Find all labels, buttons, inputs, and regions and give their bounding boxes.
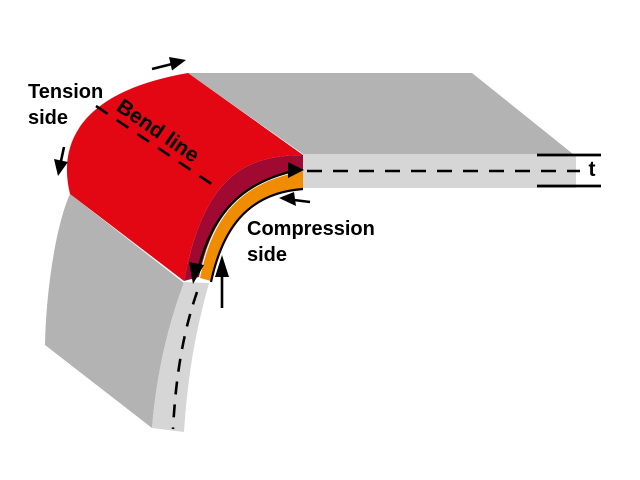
center-line-vertical-dashed: [171, 291, 199, 430]
neutral-line: [196, 168, 299, 271]
neutral-arrow-down-icon: [189, 262, 204, 284]
horizontal-leg-top-face: [188, 73, 573, 154]
compression-arrow-left-icon: [279, 192, 296, 206]
inner-radius-line: [209, 187, 304, 283]
tension-arrow-right-icon: [169, 57, 186, 71]
tension-arrow-down-icon: [54, 159, 68, 176]
neutral-arrow-right-icon: [288, 162, 304, 178]
tension-side-label: Tension side: [28, 81, 104, 129]
vertical-leg-face: [45, 194, 184, 428]
thickness-label: t: [588, 158, 596, 181]
compression-arrow-left-shaft: [293, 198, 311, 204]
vertical-leg-edge-face: [152, 282, 209, 432]
tension-arrow-right-shaft: [151, 62, 173, 71]
tension-arrow-down-shaft: [59, 146, 66, 162]
compression-zone-band: [200, 171, 303, 281]
compression-arrow-up-icon: [215, 255, 229, 277]
compression-side-label: Compression side: [247, 218, 375, 266]
